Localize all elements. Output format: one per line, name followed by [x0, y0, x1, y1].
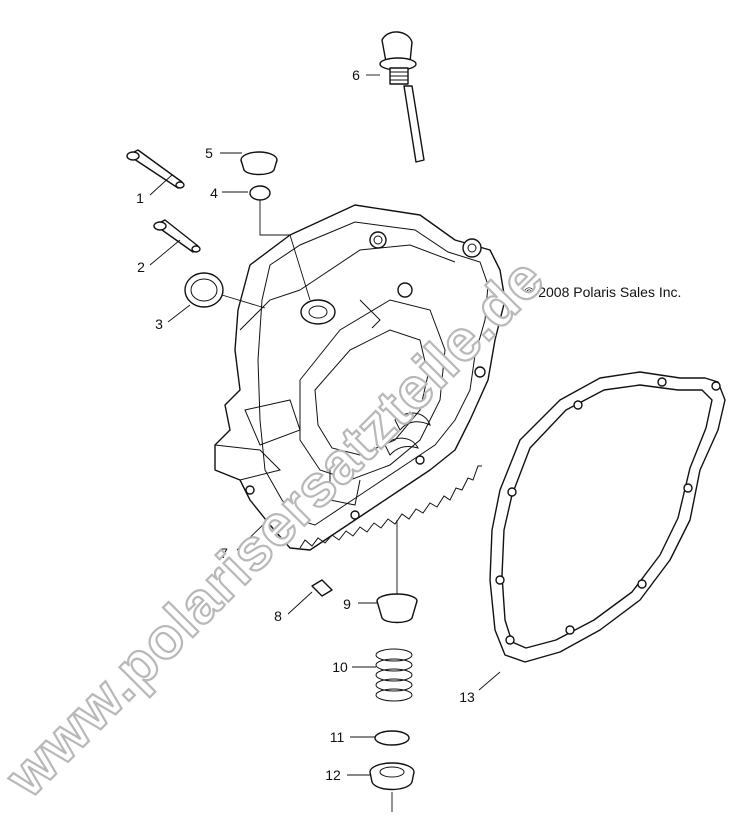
filter-cup-9: [376, 520, 418, 624]
cover-gasket: [489, 371, 726, 663]
dowel-pin-8: [311, 579, 333, 597]
crankcase-cover: [214, 204, 506, 551]
cap-12: [369, 762, 415, 812]
dipstick-6: [379, 31, 425, 163]
leader-lines: [149, 74, 501, 776]
callout-12: 12: [325, 767, 341, 783]
callout-7: 7: [220, 545, 228, 561]
callout-6: 6: [352, 67, 360, 83]
callout-2: 2: [137, 259, 145, 275]
callout-labels: 1 2 3 4 5 6 7 8 9 10 11 12 13: [136, 67, 475, 783]
callout-1: 1: [136, 190, 144, 206]
o-ring-11: [374, 730, 410, 746]
callout-9: 9: [343, 596, 351, 612]
callout-13: 13: [459, 689, 475, 705]
callout-8: 8: [274, 608, 282, 624]
bolt-2: [153, 219, 201, 253]
callout-4: 4: [210, 185, 218, 201]
bolt-1: [126, 149, 185, 189]
callout-10: 10: [332, 659, 348, 675]
plug-5: [240, 151, 278, 176]
callout-3: 3: [155, 316, 163, 332]
spring-10: [375, 648, 413, 702]
copyright-text: © 2008 Polaris Sales Inc.: [524, 284, 681, 300]
callout-11: 11: [330, 729, 345, 745]
callout-5: 5: [205, 145, 213, 161]
oil-seal-3: [184, 272, 266, 309]
o-ring-4: [249, 185, 311, 301]
